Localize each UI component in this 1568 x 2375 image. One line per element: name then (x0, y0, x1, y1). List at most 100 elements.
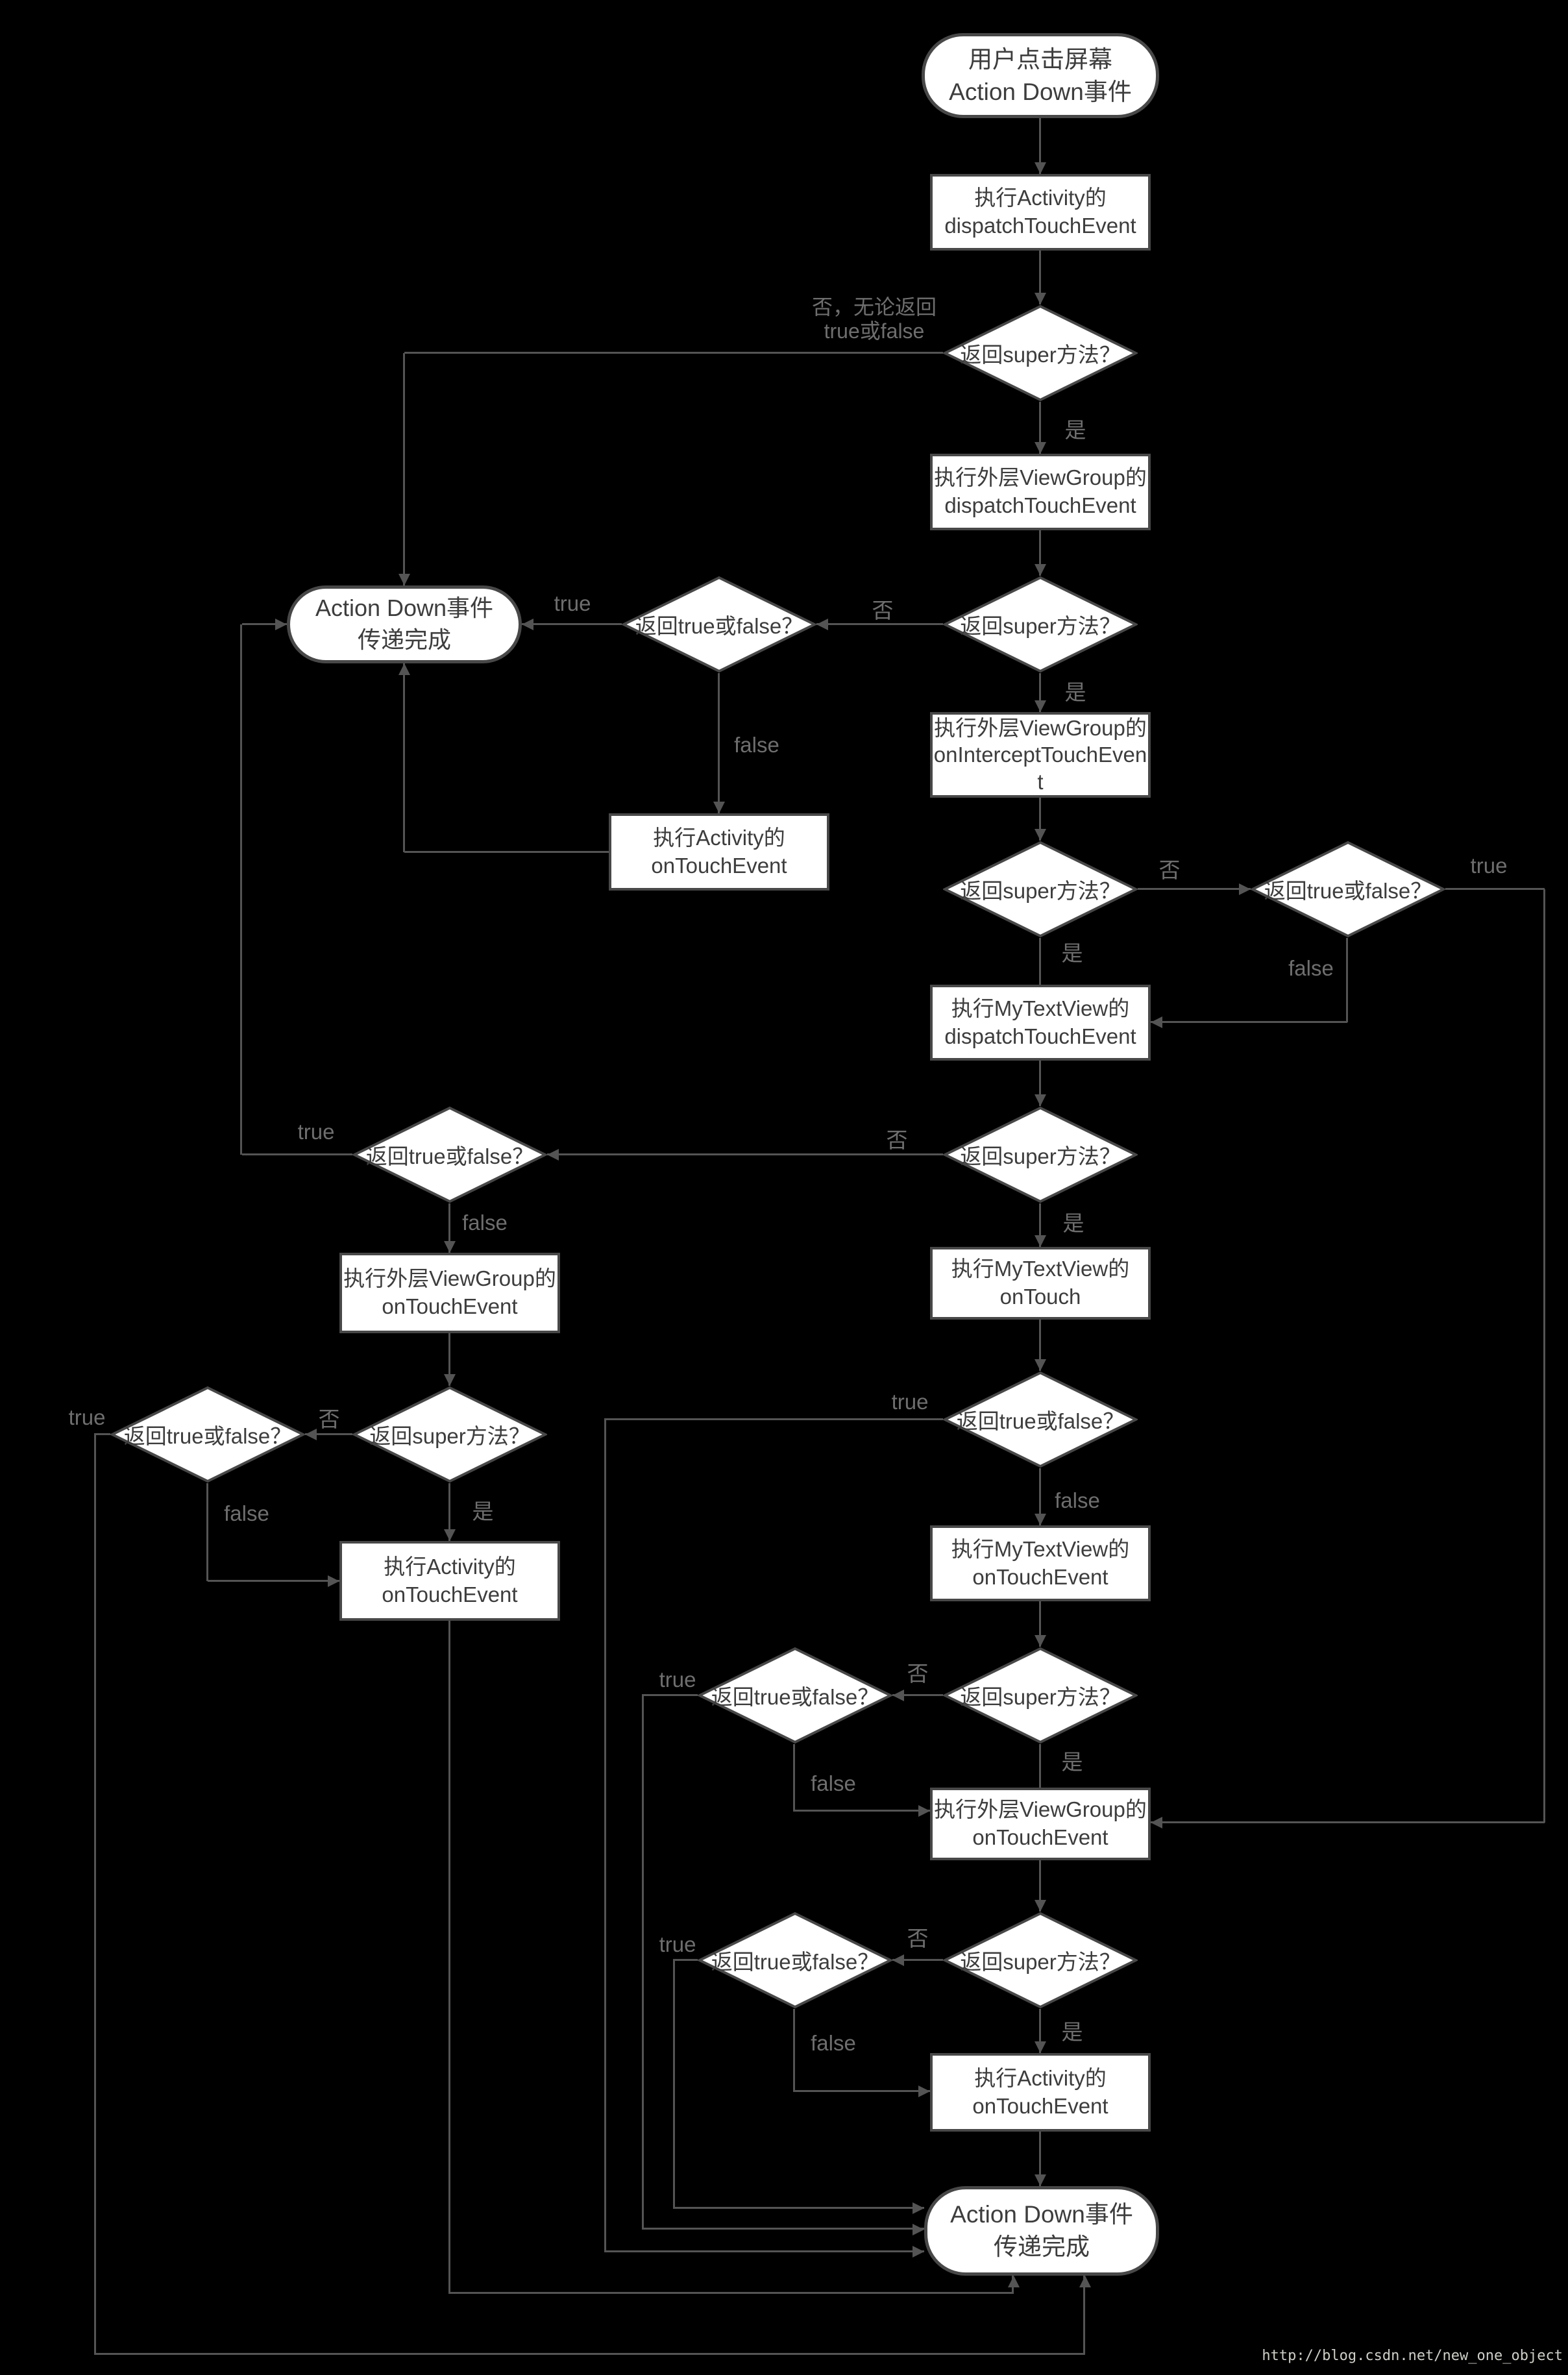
edge-segment (94, 2353, 1084, 2355)
edge-label-line: true或false (824, 319, 925, 343)
edge-label-true: true (659, 1667, 696, 1692)
edge-segment (816, 623, 943, 625)
diamond-shape (622, 576, 816, 673)
node-text: 执行Activity的 (974, 2065, 1107, 2090)
decision-text: 返回true或false？ (365, 1144, 534, 1168)
edge-segment (1039, 118, 1041, 174)
arrowhead (444, 1529, 456, 1541)
decision-return-truefalse-left: 返回true或false？ (110, 1386, 305, 1483)
edge-label-true: true (891, 1390, 929, 1414)
edge-segment (448, 1203, 450, 1253)
edge-segment (522, 623, 622, 625)
arrowhead (913, 2202, 924, 2214)
edge-segment (404, 851, 609, 853)
edge-segment (1039, 530, 1041, 576)
edge-segment (1151, 1021, 1347, 1023)
edge-segment (1039, 251, 1041, 304)
arrowhead (1035, 293, 1046, 304)
arrowhead (1035, 1235, 1046, 1247)
decision-text: 返回true或false？ (711, 1685, 879, 1709)
node-text: t (1037, 769, 1044, 794)
decision-return-truefalse-7: 返回true或false？ (698, 1912, 892, 2009)
diamond-shape (943, 576, 1138, 673)
decision-text: 返回true或false？ (956, 1409, 1125, 1433)
edge-segment (1083, 2276, 1085, 2355)
edge-segment (1543, 889, 1545, 1823)
edge-segment (94, 1434, 96, 2355)
edge-segment (547, 1153, 943, 1155)
edge-segment (793, 1744, 795, 1812)
arrowhead (328, 1575, 339, 1587)
edge-label-true: true (1470, 854, 1508, 878)
edge-label-true: true (297, 1120, 335, 1144)
edge-segment (1445, 888, 1545, 890)
edge-segment (1151, 1821, 1545, 1823)
edge-segment (305, 1433, 352, 1435)
process-mytextview-ontouchevent: 执行MyTextView的 onTouchEvent (930, 1525, 1151, 1601)
arrowhead (398, 574, 410, 585)
edge-segment (673, 1960, 675, 2209)
node-text: Action Down事件 (315, 595, 494, 622)
edge-segment (604, 1420, 606, 2252)
edge-label-false: false (224, 1501, 269, 1525)
edge-segment (795, 1810, 930, 1812)
node-text: 执行MyTextView的 (951, 996, 1130, 1020)
diamond-shape (110, 1386, 305, 1483)
process-mytextview-dispatchtouchevent: 执行MyTextView的 dispatchTouchEvent (930, 985, 1151, 1061)
decision-text: 返回super方法？ (960, 1144, 1121, 1168)
decision-text: 返回true或false？ (711, 1950, 879, 1974)
edge-segment (208, 1580, 339, 1582)
process-viewgroup-dispatchtouchevent: 执行外层ViewGroup的 dispatchTouchEvent (930, 454, 1151, 530)
arrowhead (918, 2086, 930, 2097)
arrowhead (1035, 1094, 1046, 1106)
decision-text: 返回true或false？ (1264, 879, 1432, 903)
edge-label-yes: 是 (1061, 941, 1083, 965)
decision-return-super-4: 返回super方法？ (943, 1106, 1138, 1203)
process-activity-ontouchevent-bottom: 执行Activity的 onTouchEvent (930, 2053, 1151, 2132)
edge-label-false: false (1288, 956, 1334, 980)
edge-segment (793, 2009, 795, 2092)
process-viewgroup-onintercepttouchevent: 执行外层ViewGroup的 onInterceptTouchEven t (930, 712, 1151, 798)
edge-segment (673, 1959, 698, 1961)
node-text: 执行外层ViewGroup的 (934, 465, 1147, 490)
arrowhead (1035, 162, 1046, 174)
edge-label-no-regardless: 否，无论返回 true或false (812, 295, 937, 343)
edge-label-false: false (462, 1211, 508, 1235)
edge-segment (892, 1959, 943, 1961)
edge-segment (1039, 798, 1041, 841)
diamond-shape (943, 1647, 1138, 1744)
decision-return-super-2: 返回super方法？ (943, 576, 1138, 673)
node-text: Action Down事件 (949, 78, 1132, 105)
edge-segment (242, 1153, 352, 1155)
arrowhead (1035, 1514, 1046, 1525)
edge-segment (673, 2207, 924, 2209)
node-text: 传递完成 (357, 626, 451, 653)
node-text: 执行Activity的 (384, 1554, 516, 1579)
process-activity-ontouchevent-left: 执行Activity的 onTouchEvent (339, 1541, 560, 1621)
edge-label-yes: 是 (1061, 2020, 1083, 2044)
node-text: onTouchEvent (972, 2093, 1109, 2118)
edge-segment (718, 673, 720, 813)
edge-segment (448, 1621, 450, 2294)
decision-return-super-left: 返回super方法？ (352, 1386, 547, 1483)
arrowhead (1035, 1900, 1046, 1912)
arrowhead (547, 1149, 559, 1161)
arrowhead (1239, 883, 1251, 895)
decision-return-super-6: 返回super方法？ (943, 1647, 1138, 1744)
edge-segment (206, 1483, 208, 1581)
edge-segment (1039, 1860, 1041, 1912)
edge-label-no: 否 (872, 598, 894, 622)
terminator-start: 用户点击屏幕 Action Down事件 (922, 33, 1159, 118)
edge-label-line: 否，无论返回 (811, 295, 937, 319)
node-text: 执行外层ViewGroup的 (934, 1797, 1147, 1822)
diamond-shape (943, 1371, 1138, 1468)
edge-segment (404, 352, 943, 354)
edge-segment (1039, 402, 1041, 454)
diamond-shape (943, 1912, 1138, 2009)
edge-segment (604, 2250, 924, 2252)
edge-segment (1039, 1061, 1041, 1106)
arrowhead (892, 1690, 904, 1701)
decision-return-super-7: 返回super方法？ (943, 1912, 1138, 2009)
edge-segment (403, 353, 405, 585)
